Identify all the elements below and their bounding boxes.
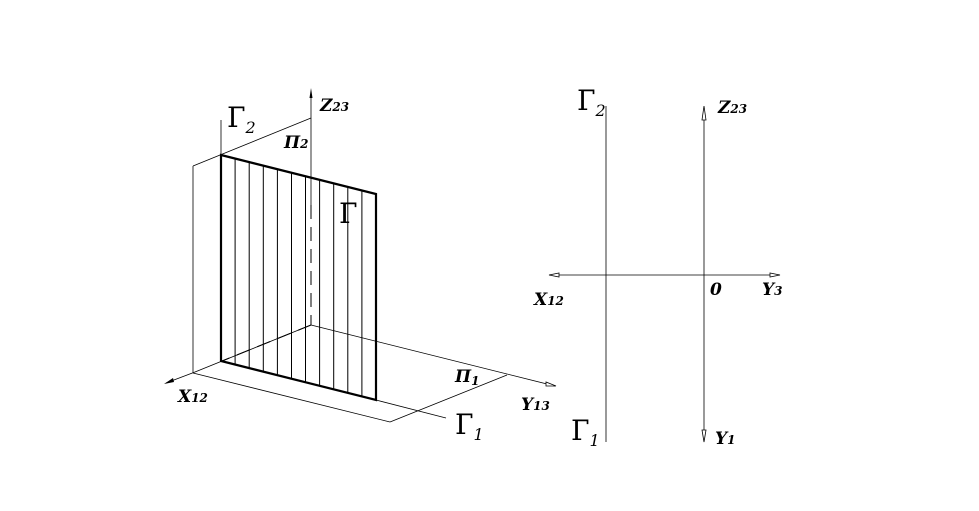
z23-arrow-icon-right <box>701 105 707 121</box>
gamma1-label: Г1 <box>455 408 484 444</box>
p1-front-edge <box>192 372 391 423</box>
x12-label-right: X12 <box>533 290 564 310</box>
plane-gamma-outline <box>219 153 378 402</box>
p2-top-edge <box>192 117 312 167</box>
z23-label: Z23 <box>319 96 349 116</box>
axonometric-view: Z23 П2 Г2 Г X12 П1 Y13 Г1 <box>164 88 557 444</box>
y13-axis-line <box>310 324 556 387</box>
plane-gamma-label: Г <box>339 197 358 230</box>
gamma1-trace-line <box>375 399 447 419</box>
x12-arrow-icon-right <box>548 272 560 278</box>
y1-label: Y1 <box>715 429 736 449</box>
plane-p1-label: П1 <box>454 367 479 388</box>
z23-arrow-icon <box>309 88 313 98</box>
plane-gamma-hatching <box>234 158 363 397</box>
hidden-x-segment <box>221 324 312 362</box>
epure-view: Г2 Г1 Z23 X12 0 Y3 Y1 <box>533 84 783 450</box>
gamma2-label: Г2 <box>227 101 256 137</box>
gamma1-label-right: Г1 <box>571 414 600 450</box>
x12-axis-inner <box>194 324 312 373</box>
y3-arrow-icon <box>769 272 781 278</box>
y3-label: Y3 <box>762 280 783 300</box>
y13-arrow-icon <box>545 381 557 387</box>
z23-label-right: Z23 <box>717 98 747 118</box>
gamma2-label-right: Г2 <box>577 84 606 120</box>
p1-right-edge <box>389 374 508 423</box>
origin-label: 0 <box>710 280 722 300</box>
x12-arrow-icon <box>164 378 174 384</box>
y13-label: Y13 <box>521 395 550 415</box>
plane-p2-label: П2 <box>283 133 308 153</box>
x12-label: X12 <box>177 387 208 407</box>
y1-arrow-icon <box>701 429 707 443</box>
